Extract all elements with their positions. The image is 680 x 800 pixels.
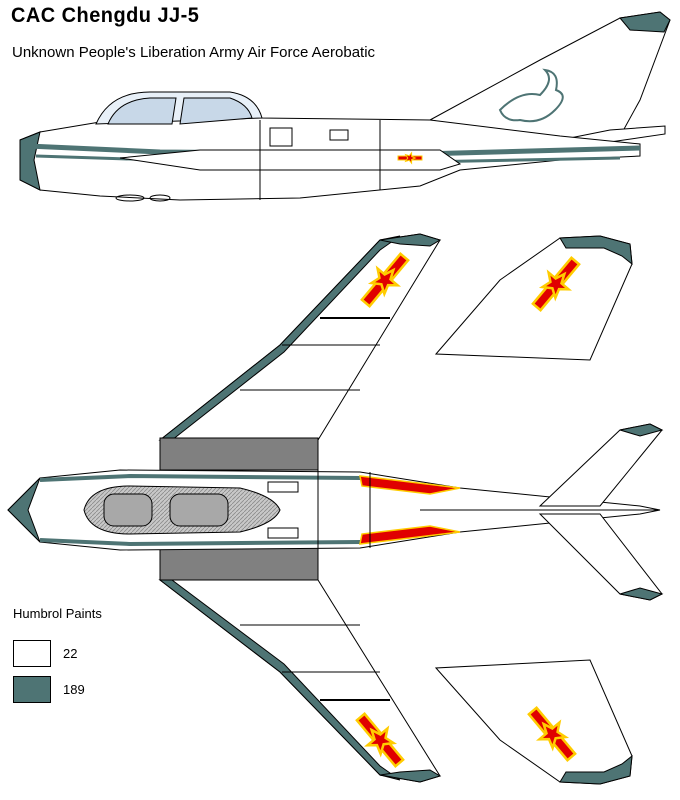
legend-swatch-teal — [13, 676, 51, 703]
top-tail-upper — [538, 423, 663, 507]
top-tail-upper-tip — [619, 423, 664, 437]
page-title: CAC Chengdu JJ-5 — [11, 4, 200, 27]
legend-swatch-white — [13, 640, 51, 667]
under-wing-upper — [434, 235, 633, 361]
top-nose — [7, 477, 41, 543]
side-view — [19, 11, 671, 202]
top-wing-upper-root-band — [159, 437, 319, 471]
legend-label-189: 189 — [63, 682, 85, 697]
top-tail-lower — [538, 513, 663, 601]
side-tail-fin-tip — [619, 11, 671, 33]
top-wing-upper-leading-edge — [158, 235, 401, 441]
top-rear-band-upper — [359, 475, 461, 495]
underside-wing-views — [434, 235, 633, 785]
eagle-emblem — [498, 68, 564, 123]
legend-label-22: 22 — [63, 646, 78, 661]
top-tail-lower-tip — [619, 587, 664, 601]
top-wing-upper-tip — [379, 233, 442, 247]
side-tail-fin — [428, 11, 671, 141]
top-wing-lower-tip — [379, 769, 442, 783]
top-rear-band-lower — [359, 525, 461, 545]
top-nose-stripe — [39, 473, 361, 482]
top-view — [7, 233, 664, 783]
top-wing-lower-root-band — [159, 547, 319, 581]
legend-heading: Humbrol Paints — [13, 606, 102, 621]
page-subtitle: Unknown People's Liberation Army Air For… — [12, 44, 376, 61]
side-wing-root — [119, 149, 462, 171]
